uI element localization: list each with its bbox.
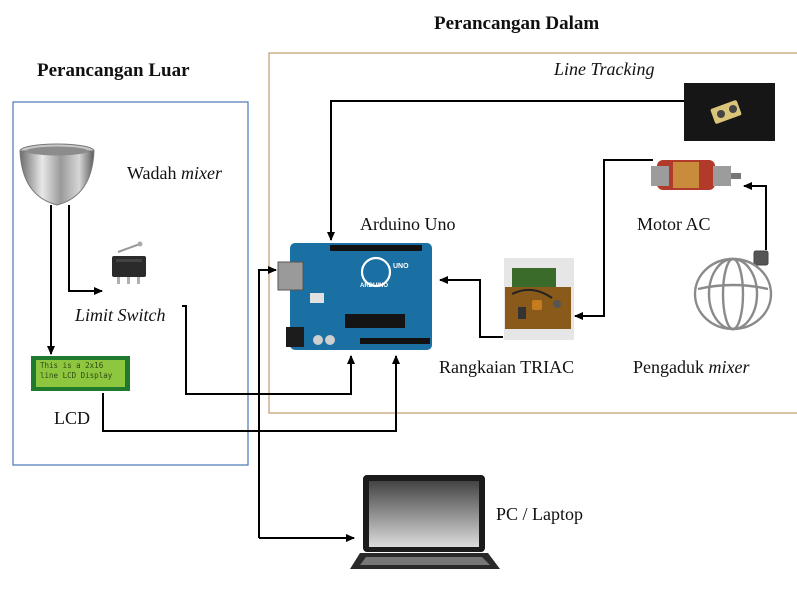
wadah-mixer-label: Wadah mixer	[127, 163, 222, 184]
arrow-triac-to-arduino	[439, 276, 503, 338]
lcd-module-image	[31, 356, 130, 391]
limit-switch-image	[112, 241, 146, 284]
lcd-screen-text: This is a 2x16 line LCD Display	[40, 361, 124, 381]
arrow-laptop-to-arduino	[258, 266, 277, 538]
arrow-limit-switch-to-arduino	[182, 305, 355, 395]
lcd-line-2: line LCD Display	[40, 371, 113, 380]
arrow-motor-to-triac	[574, 159, 653, 320]
arduino-uno-label: Arduino Uno	[360, 214, 456, 234]
motor-ac-image	[651, 160, 741, 190]
outer-design-title: Perancangan Luar	[37, 60, 190, 81]
pengaduk-text: Pengaduk	[633, 357, 704, 377]
wadah-text: Wadah	[127, 163, 177, 183]
arrow-line-tracking-to-arduino	[327, 100, 684, 241]
connection-arrows	[47, 100, 767, 542]
mixer-whisk-image	[693, 250, 773, 331]
arrow-lcd-to-arduino	[102, 355, 400, 432]
lcd-line-1: This is a 2x16	[40, 361, 104, 370]
inner-design-frame	[268, 52, 797, 414]
laptop-image	[350, 475, 500, 569]
arrow-bowl-to-limit-switch	[68, 205, 103, 295]
pengaduk-mixer-italic: mixer	[708, 357, 750, 377]
arduino-model-text: UNO	[393, 263, 409, 270]
lcd-label: LCD	[54, 408, 90, 428]
pengaduk-mixer-label: Pengaduk mixer	[633, 357, 749, 378]
pc-laptop-label: PC / Laptop	[496, 504, 584, 524]
arduino-board-image	[277, 243, 432, 350]
inner-design-title: Perancangan Dalam	[434, 13, 600, 34]
mixer-bowl-image	[19, 143, 95, 206]
triac-label: Rangkaian TRIAC	[439, 357, 575, 377]
line-tracking-sensor-image	[684, 83, 775, 141]
motor-ac-label: Motor AC	[637, 214, 711, 234]
arduino-brand-text: ARDUINO	[360, 283, 388, 289]
outer-design-frame	[12, 101, 249, 466]
line-tracking-label: Line Tracking	[554, 59, 655, 79]
limit-switch-label: Limit Switch	[75, 305, 166, 325]
triac-circuit-image	[504, 258, 574, 340]
wadah-mixer-italic: mixer	[181, 163, 223, 183]
arrow-whisk-to-motor	[743, 182, 767, 250]
